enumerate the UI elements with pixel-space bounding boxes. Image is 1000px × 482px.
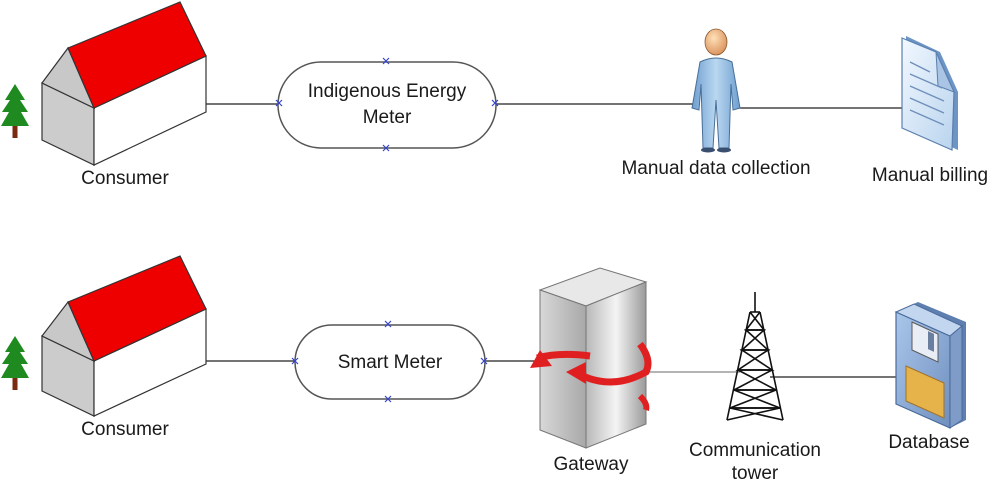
row-2-smart-metering: Consumer Smart Meter Gateway xyxy=(1,255,970,482)
smart-meter-label: Smart Meter xyxy=(338,352,443,373)
database-label: Database xyxy=(888,432,969,453)
meter-label-line-1: Indigenous Energy xyxy=(308,81,467,102)
house-icon xyxy=(41,255,207,417)
tower-label-line-2: tower xyxy=(732,463,779,482)
tower-icon xyxy=(726,292,784,421)
row-1-manual-metering: Consumer Indigenous Energy Meter Manual … xyxy=(1,1,988,189)
tree-icon xyxy=(1,84,29,138)
tree-icon xyxy=(1,336,29,390)
billing-label: Manual billing xyxy=(872,165,988,186)
floppy-disk-icon xyxy=(894,302,966,429)
collector-label: Manual data collection xyxy=(621,158,810,179)
smart-meter: Smart Meter xyxy=(291,320,488,403)
house-icon xyxy=(41,1,207,166)
consumer-label: Consumer xyxy=(81,419,169,440)
server-icon xyxy=(530,267,652,449)
indigenous-energy-meter: Indigenous Energy Meter xyxy=(275,57,499,152)
person-icon xyxy=(691,28,741,153)
tower-label-line-1: Communication xyxy=(689,440,821,461)
meter-label-line-2: Meter xyxy=(363,107,412,128)
document-icon xyxy=(901,36,958,151)
consumer-label: Consumer xyxy=(81,168,169,189)
gateway-label: Gateway xyxy=(554,454,629,475)
